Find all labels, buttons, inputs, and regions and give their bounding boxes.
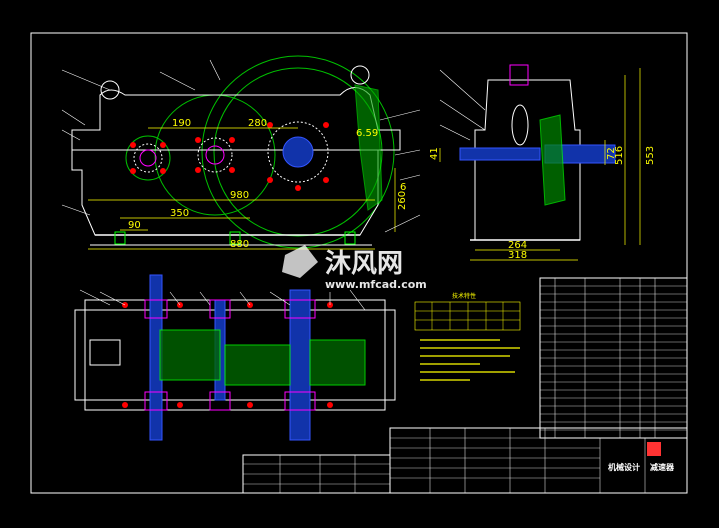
front-dim-lines	[88, 127, 396, 250]
dim-90: 90	[128, 220, 141, 231]
plan-gear-pair-1	[159, 329, 221, 381]
title-block-rows	[243, 437, 600, 485]
bearing-1	[133, 143, 163, 173]
dim-880: 880	[230, 239, 249, 250]
dim-190: 190	[172, 118, 191, 129]
title-school: 机械设计	[608, 462, 640, 472]
plan-view	[74, 274, 396, 441]
title-block-cols	[279, 428, 646, 493]
large-gear	[201, 55, 395, 249]
side-dim-lines	[439, 68, 641, 261]
side-hatch	[539, 114, 566, 206]
plan-bearings	[144, 299, 316, 411]
dim-41: 41	[429, 147, 440, 160]
dim-350: 350	[170, 208, 189, 219]
shaft-2	[205, 145, 225, 165]
watermark-brand: 沐风网	[325, 249, 403, 279]
front-leaders	[61, 59, 421, 233]
bolt-holes	[130, 122, 329, 191]
dim-659: 6.59	[356, 128, 378, 139]
lifting-lug-right	[350, 65, 370, 85]
dim-280: 280	[248, 118, 267, 129]
bearing-3	[267, 121, 329, 183]
dim-516: 516	[614, 146, 625, 165]
plan-inspection-cover	[89, 339, 121, 366]
dim-553: 553	[645, 146, 656, 165]
spec-box: 技术特性	[414, 292, 521, 381]
plan-leaders	[79, 289, 366, 311]
middle-gear	[154, 94, 276, 216]
plan-output-shaft	[289, 289, 311, 441]
school-logo	[647, 442, 661, 456]
title-drawing-name: 减速器	[650, 462, 675, 472]
parts-list-cols	[554, 278, 656, 438]
spec-grid	[415, 302, 520, 330]
shaft-3	[282, 136, 314, 168]
parts-list-rows	[540, 285, 687, 431]
hatched-wall	[354, 84, 383, 211]
dim-980: 980	[230, 190, 249, 201]
anchor-bolts	[114, 231, 356, 245]
side-leaders	[439, 69, 486, 141]
housing-outline	[71, 87, 401, 236]
watermark-logo-icon	[282, 245, 318, 278]
small-gear	[125, 135, 171, 181]
plan-gear-pair-3	[309, 339, 366, 386]
front-view: 190 280 350 90 980 880 6.59 260 6	[61, 55, 421, 250]
spec-table	[414, 301, 521, 331]
bearing-2	[197, 137, 233, 173]
watermark-url: www.mfcad.com	[325, 278, 427, 291]
parts-list	[539, 277, 688, 439]
side-view: 553 516 72 41 264 318	[429, 64, 656, 261]
spec-notes	[420, 339, 520, 381]
spec-title: 技术特性	[452, 292, 476, 300]
lifting-lug-left	[100, 80, 120, 100]
side-input-shaft	[459, 147, 541, 161]
dim-264: 264	[508, 240, 527, 251]
dim-260: 260	[397, 191, 408, 210]
watermark: 沐风网 www.mfcad.com	[282, 245, 427, 291]
dim-318: 318	[508, 250, 527, 261]
plan-housing	[84, 299, 386, 411]
large-gear-inner	[213, 67, 383, 237]
plan-flange	[74, 309, 396, 401]
plan-gear-pair-2	[224, 344, 291, 386]
shaft-1	[139, 149, 157, 167]
title-block: 机械设计 减速器	[242, 427, 688, 494]
dim-72: 72	[606, 147, 617, 160]
side-breather	[509, 64, 529, 86]
side-oil-gauge	[511, 104, 529, 146]
dim-6: 6	[400, 182, 406, 193]
